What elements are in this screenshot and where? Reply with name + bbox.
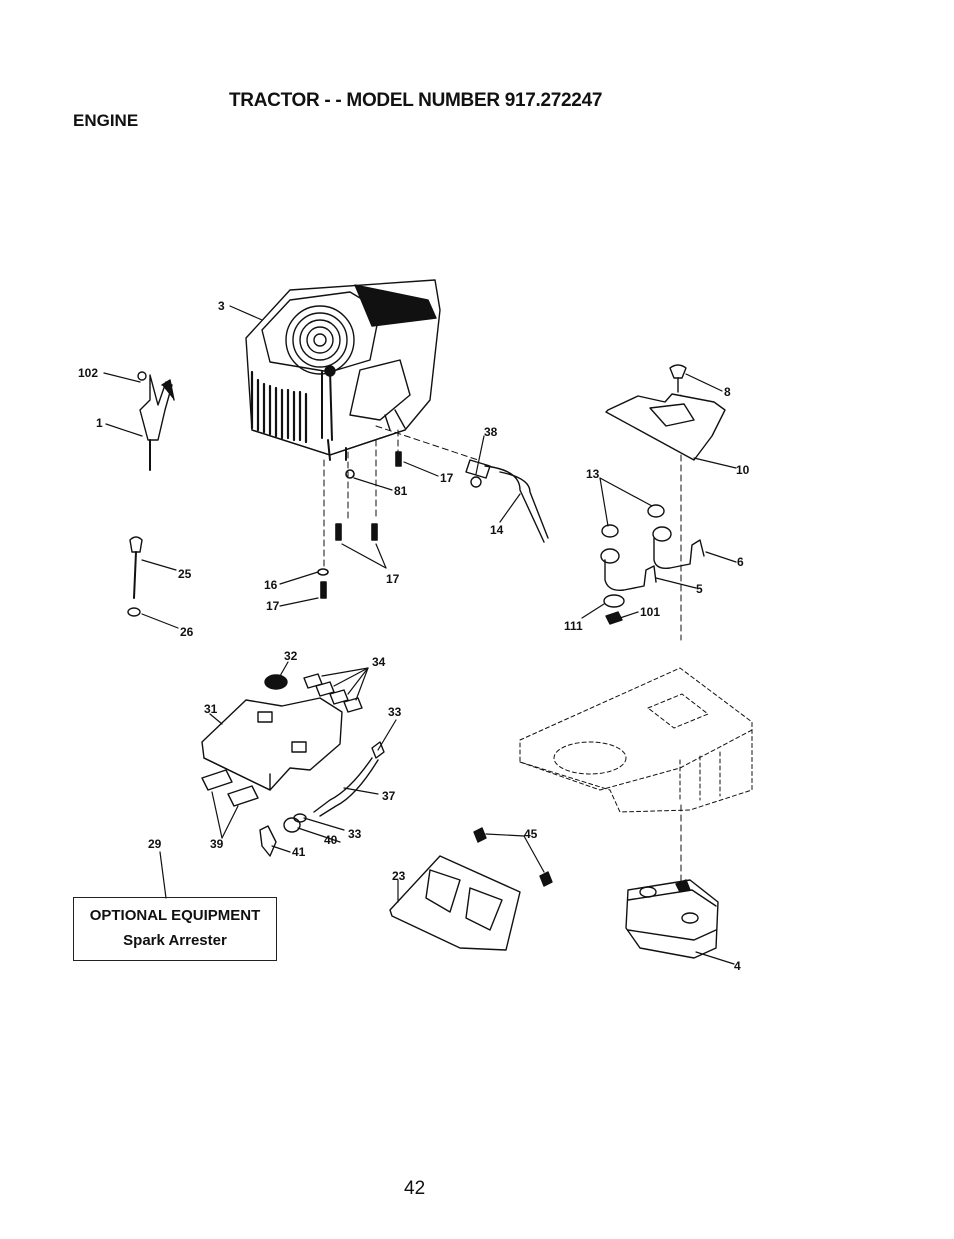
callout-38: 38 <box>484 425 498 439</box>
callout-37: 37 <box>382 789 396 803</box>
callout-111: 111 <box>564 619 583 633</box>
callout-23: 23 <box>392 869 406 883</box>
page-number: 42 <box>404 1178 426 1199</box>
callout-17a: 17 <box>440 471 454 485</box>
callout-3: 3 <box>218 299 225 313</box>
callout-39: 39 <box>210 837 224 851</box>
throttle-control <box>137 371 175 471</box>
muffler <box>625 879 719 959</box>
callout-33a: 33 <box>388 705 402 719</box>
fuel-line <box>465 459 549 543</box>
tractor-frame <box>519 667 753 813</box>
callout-25: 25 <box>178 567 192 581</box>
bolts-17 <box>317 451 402 599</box>
callout-8: 8 <box>724 385 731 399</box>
callout-6: 6 <box>737 555 744 569</box>
heat-shield <box>605 364 726 461</box>
callout-13: 13 <box>586 467 600 481</box>
callout-40: 40 <box>324 833 338 847</box>
dipstick <box>127 536 143 617</box>
callout-81: 81 <box>394 484 408 498</box>
callout-33b: 33 <box>348 827 362 841</box>
callout-102: 102 <box>78 366 98 380</box>
callout-10: 10 <box>736 463 750 477</box>
leader-lines <box>103 305 737 965</box>
callout-41: 41 <box>292 845 306 859</box>
callout-14: 14 <box>490 523 504 537</box>
callout-17b: 17 <box>386 572 400 586</box>
callout-101: 101 <box>640 605 660 619</box>
callout-17c: 17 <box>266 599 280 613</box>
engine-assembly <box>245 279 441 461</box>
callout-31: 31 <box>204 702 218 716</box>
optional-equipment-item: Spark Arrester <box>123 932 227 949</box>
callout-32: 32 <box>284 649 298 663</box>
muffler-bracket <box>389 827 553 951</box>
optional-equipment-box: OPTIONAL EQUIPMENT Spark Arrester <box>73 897 277 961</box>
callout-1: 1 <box>96 416 103 430</box>
exhaust-pipes <box>600 504 705 625</box>
callout-4: 4 <box>734 959 741 973</box>
section-heading: ENGINE <box>73 111 139 130</box>
callout-labels: 3 102 1 8 10 38 17 81 14 13 6 5 25 16 17… <box>78 299 750 973</box>
page-title: TRACTOR - - MODEL NUMBER 917.272247 <box>229 90 603 111</box>
callout-5: 5 <box>696 582 703 596</box>
callout-16: 16 <box>264 578 278 592</box>
callout-45: 45 <box>524 827 538 841</box>
callout-26: 26 <box>180 625 194 639</box>
shroud-parts <box>201 673 363 791</box>
callout-29: 29 <box>148 837 162 851</box>
callout-34: 34 <box>372 655 386 669</box>
optional-equipment-heading: OPTIONAL EQUIPMENT <box>89 907 261 924</box>
filter-elements <box>201 769 259 807</box>
